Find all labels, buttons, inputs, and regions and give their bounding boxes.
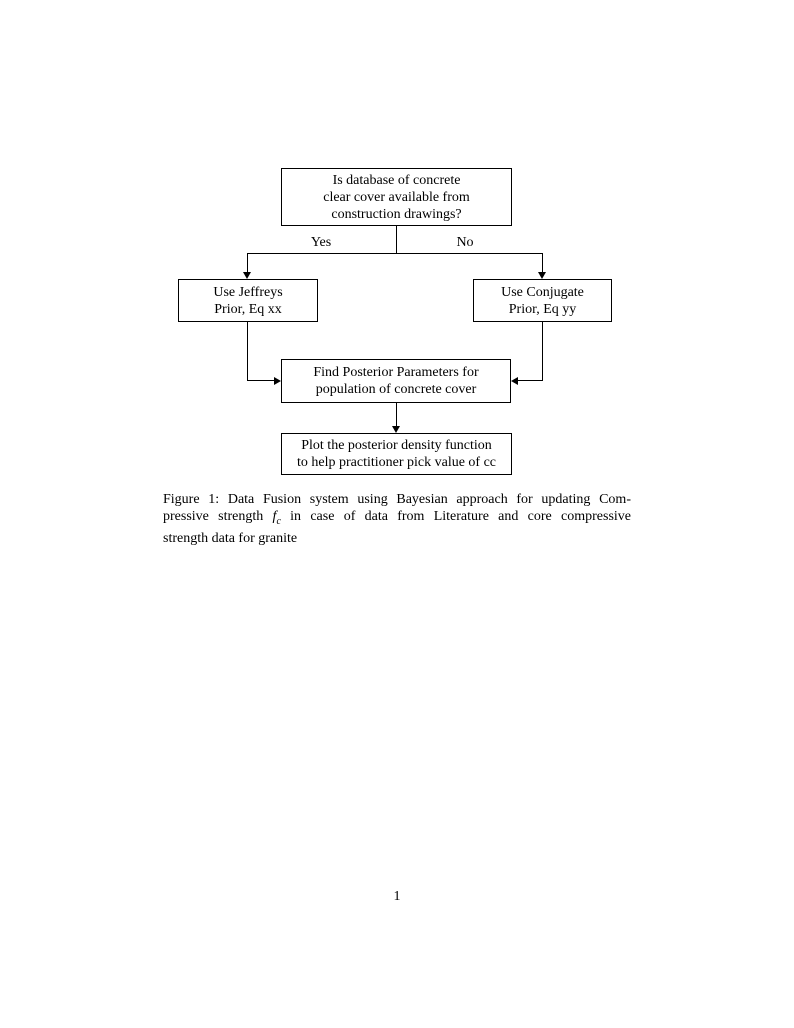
conjugate-prior-box-line: Use Conjugate <box>501 284 584 300</box>
jeffreys-prior-box: Use Jeffreys Prior, Eq xx <box>178 279 318 322</box>
arrowhead-down-icon <box>392 426 400 433</box>
connector-conjugate-in <box>517 380 543 381</box>
posterior-parameters-box-line: Find Posterior Parameters for <box>313 365 479 380</box>
page-number: 1 <box>393 889 401 904</box>
yes-label: Yes <box>310 235 332 250</box>
connector-yes-drop <box>247 253 248 274</box>
caption-line-1: Figure 1: Data Fusion system using Bayes… <box>163 492 631 507</box>
arrowhead-left-icon <box>511 377 518 385</box>
connector-jeffreys-in <box>247 380 275 381</box>
connector-branch-line <box>247 253 543 254</box>
arrowhead-right-icon <box>274 377 281 385</box>
decision-box-line: Is database of concrete <box>332 172 461 188</box>
math-fc-symbol: f <box>272 509 277 525</box>
math-fc-subscript: c <box>276 516 281 528</box>
posterior-parameters-box-line: population of concrete cover <box>315 382 477 397</box>
conjugate-prior-box-line: Prior, Eq yy <box>508 301 577 317</box>
arrowhead-down-icon <box>538 272 546 279</box>
no-label: No <box>456 235 474 250</box>
plot-density-box-line: Plot the posterior density function <box>301 438 492 453</box>
figure-caption: Figure 1: Data Fusion system using Bayes… <box>163 491 631 548</box>
caption-line-3: strength data for granite <box>163 531 298 547</box>
plot-density-box: Plot the posterior density function to h… <box>281 433 512 475</box>
arrowhead-down-icon <box>243 272 251 279</box>
connector-decision-stem <box>396 226 397 253</box>
plot-density-box-line: to help practitioner pick value of cc <box>296 455 497 470</box>
decision-box-line: construction drawings? <box>331 206 462 222</box>
connector-jeffreys-drop <box>247 322 248 381</box>
connector-no-drop <box>542 253 543 274</box>
jeffreys-prior-box-line: Prior, Eq xx <box>214 301 282 317</box>
connector-conjugate-drop <box>542 322 543 381</box>
jeffreys-prior-box-line: Use Jeffreys <box>213 284 283 300</box>
caption-line-2: pressive strength fc in case of data fro… <box>163 508 631 530</box>
posterior-parameters-box: Find Posterior Parameters for population… <box>281 359 511 403</box>
conjugate-prior-box: Use Conjugate Prior, Eq yy <box>473 279 612 322</box>
caption-line-2-pre: pressive strength <box>163 509 264 525</box>
connector-posterior-stem <box>396 403 397 427</box>
decision-box-line: clear cover available from <box>323 189 470 205</box>
caption-line-2-post: in case of data from Literature and core… <box>290 509 632 525</box>
decision-box: Is database of concrete clear cover avai… <box>281 168 512 226</box>
